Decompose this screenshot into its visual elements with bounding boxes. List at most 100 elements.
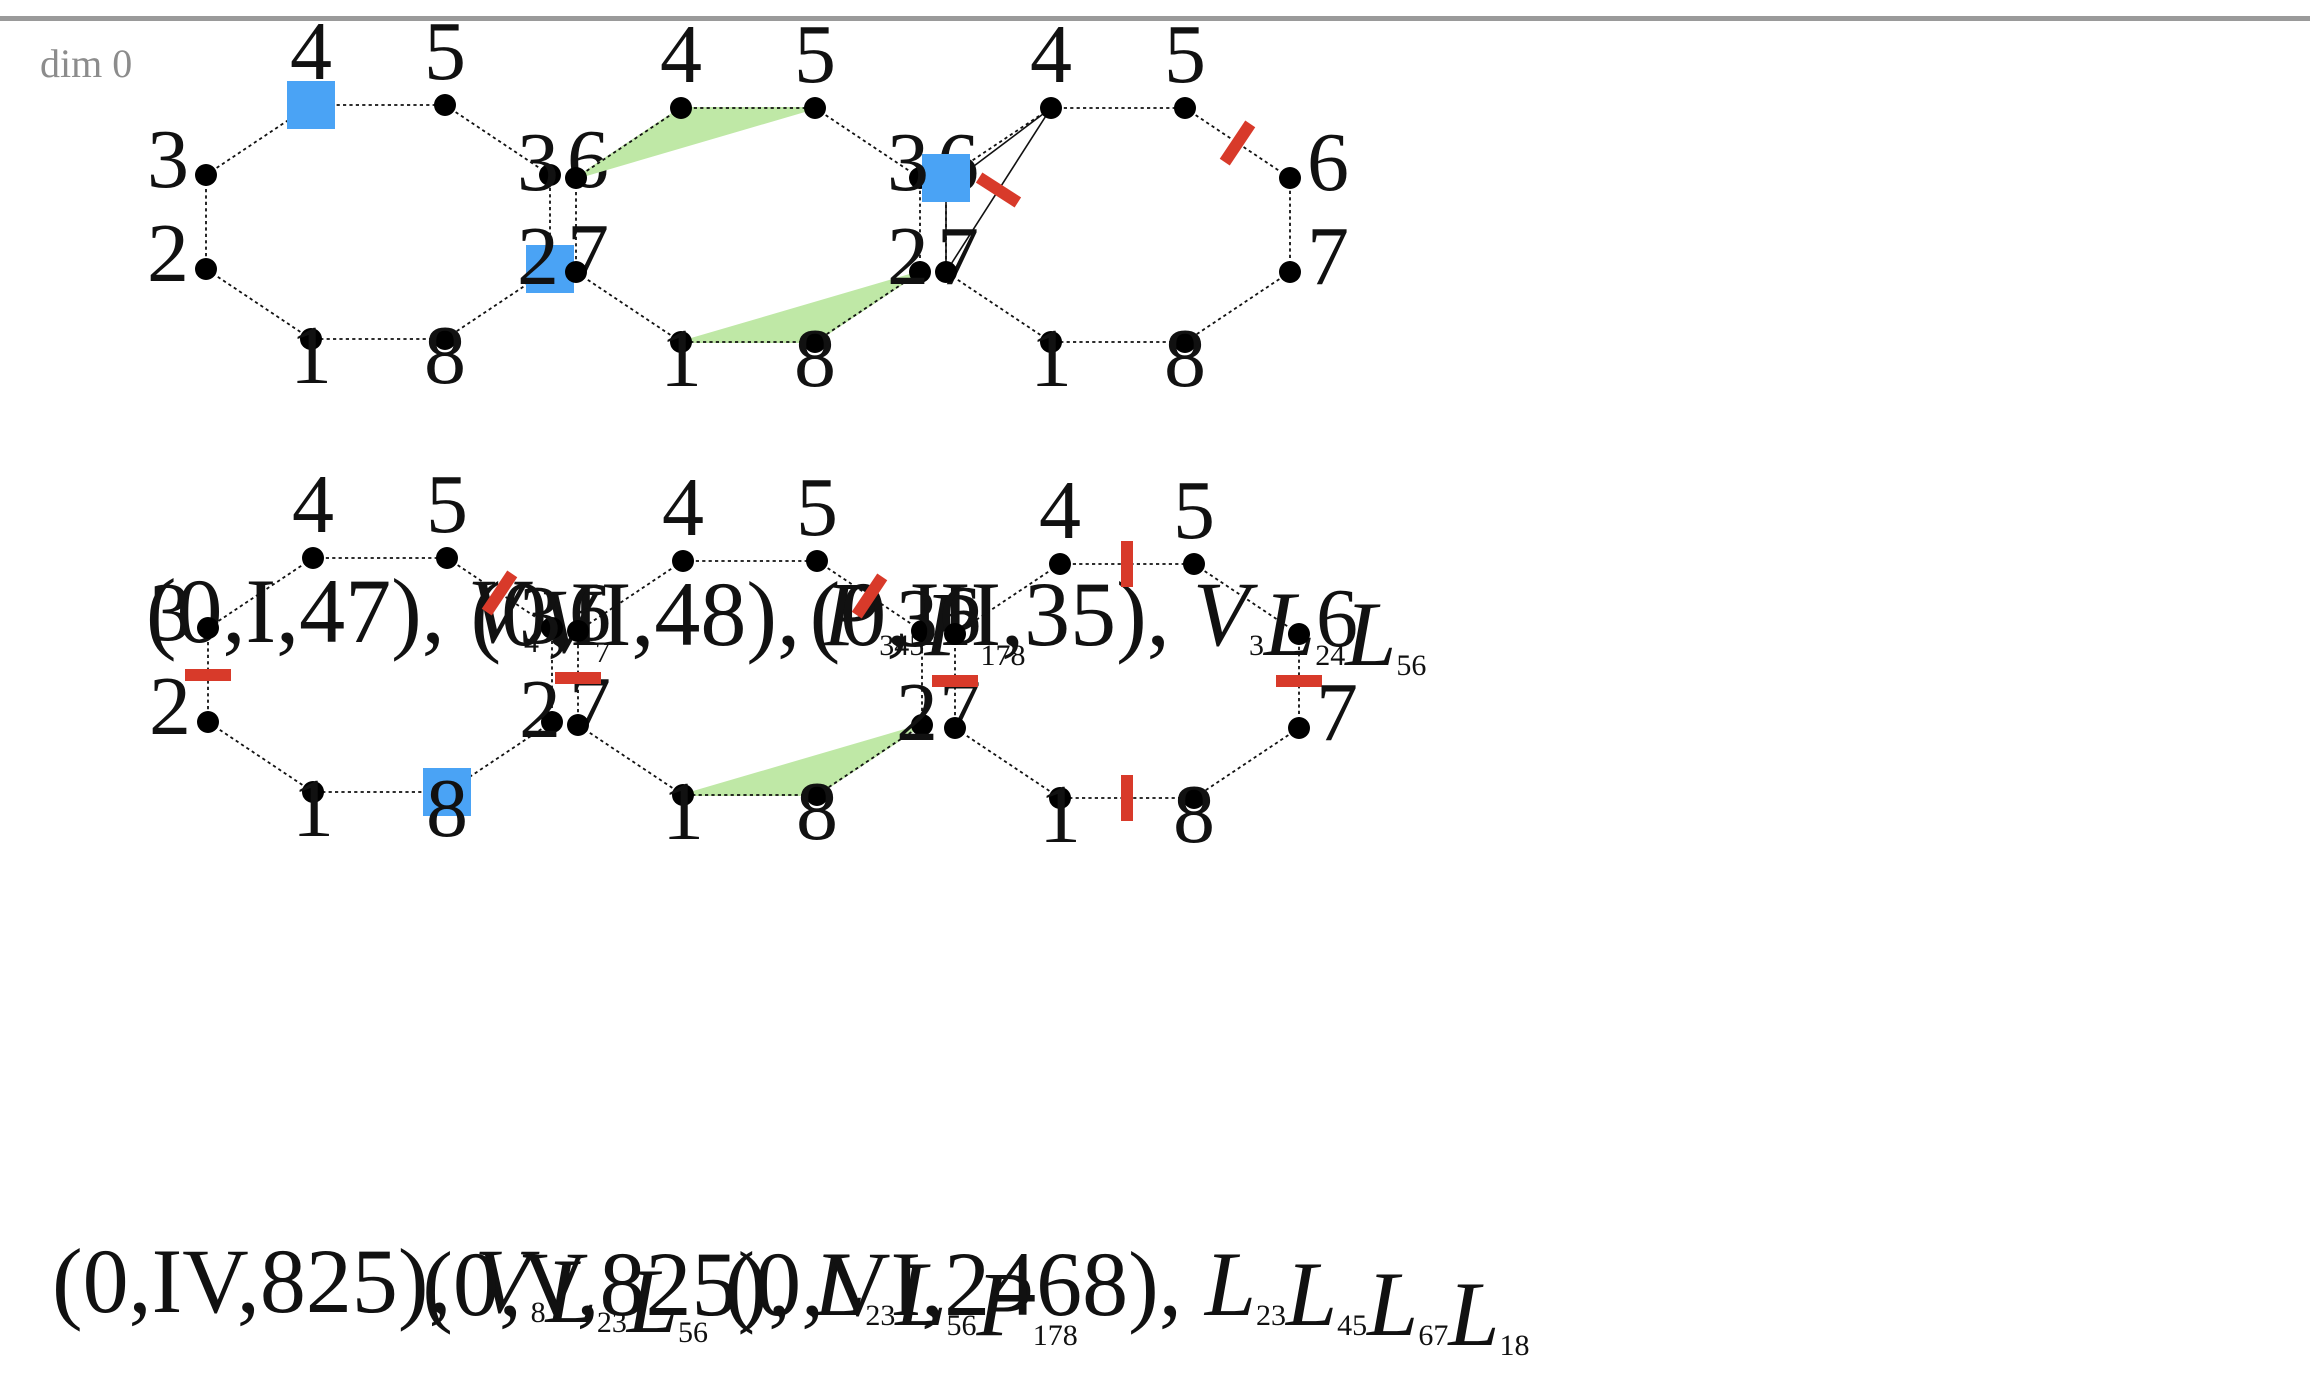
vertex-dot: [436, 547, 458, 569]
vertex-dot: [1174, 97, 1196, 119]
octagon-edge: [207, 721, 314, 793]
vertex-label: 4: [1039, 464, 1081, 557]
vertex-dot: [1279, 167, 1301, 189]
red-tick-mark: [975, 172, 1022, 208]
vertex-label: 5: [794, 8, 836, 101]
vertex-label: 1: [660, 312, 702, 405]
vertex-dot: [1183, 787, 1205, 809]
shaded-triangle: [575, 107, 816, 179]
vertex-label: 5: [1164, 8, 1206, 101]
vertex-label: 3: [149, 566, 191, 659]
vertex-dot: [300, 328, 322, 350]
red-tick-mark: [1219, 120, 1256, 166]
panel-caption: (0,VI,2468), L23L45L67L18: [724, 1233, 1529, 1365]
octagon-edge: [205, 268, 312, 340]
red-tick-mark: [481, 570, 518, 616]
vertex-dot: [1183, 553, 1205, 575]
vertex-label: 3: [896, 572, 938, 665]
vertex-label: 7: [1307, 210, 1349, 303]
octagon-edge: [814, 271, 921, 343]
vertex-dot: [1279, 261, 1301, 283]
vertex-label: 8: [424, 309, 466, 402]
vertex-dot: [804, 97, 826, 119]
octagon-edge: [577, 724, 684, 796]
vertex-dot: [944, 623, 966, 645]
vertex-dot: [806, 784, 828, 806]
vertex-dot: [302, 547, 324, 569]
panel-caption: (0,I,47), V4V7: [146, 560, 610, 672]
blue-square-vertex: [287, 81, 335, 129]
vertex-dot: [806, 550, 828, 572]
vertex-label: 5: [424, 5, 466, 98]
vertex-dot: [302, 781, 324, 803]
vertex-label: 4: [290, 5, 332, 98]
vertex-dot: [434, 94, 456, 116]
vertex-label: 1: [290, 309, 332, 402]
vertex-dot: [1040, 331, 1062, 353]
octagon-edge: [816, 560, 923, 632]
vertex-dot: [670, 331, 692, 353]
vertex-label: 3: [887, 116, 929, 209]
vertex-label: 8: [796, 765, 838, 858]
vertex-dot: [804, 331, 826, 353]
vertex-label: 1: [1030, 312, 1072, 405]
vertex-label: 3: [519, 569, 561, 662]
vertex-label: 6: [939, 569, 981, 662]
vertex-dot: [195, 164, 217, 186]
octagon-edge: [954, 727, 1061, 799]
octagon-edge: [444, 104, 551, 176]
octagon-edge: [577, 560, 684, 632]
vertex-dot: [567, 620, 589, 642]
vertex-dot: [944, 717, 966, 739]
vertex-dot: [197, 617, 219, 639]
vertex-label: 1: [1039, 768, 1081, 861]
vertex-label: 2: [149, 660, 191, 753]
octagon-edge: [1193, 727, 1300, 799]
vertex-dot: [541, 617, 563, 639]
vertex-label: 6: [1316, 572, 1358, 665]
vertex-label: 5: [796, 461, 838, 554]
vertex-label: 8: [426, 762, 468, 855]
vertex-label: 4: [1030, 8, 1072, 101]
dimension-label: dim 0: [40, 41, 133, 86]
vertex-dot: [197, 711, 219, 733]
red-tick-mark: [851, 573, 888, 619]
panel-caption: (0,IV,825), V8L23L56: [52, 1230, 708, 1352]
vertex-label: 5: [426, 458, 468, 551]
vertex-dot: [670, 97, 692, 119]
vertex-dot: [434, 328, 456, 350]
vertex-label: 2: [147, 207, 189, 300]
vertex-dot: [1288, 623, 1310, 645]
vertex-dot: [672, 550, 694, 572]
octagon-edge: [945, 271, 1052, 343]
vertex-label: 2: [896, 666, 938, 759]
octagon-edge: [1193, 563, 1300, 635]
octagon-edge: [954, 563, 1061, 635]
octagon-edge: [575, 107, 682, 179]
vertex-label: 2: [887, 210, 929, 303]
octagon-edge: [575, 271, 682, 343]
vertex-label: 4: [292, 458, 334, 551]
chord-line: [957, 107, 1052, 179]
vertex-label: 7: [1316, 666, 1358, 759]
vertex-label: 6: [569, 566, 611, 659]
vertex-label: 8: [1164, 312, 1206, 405]
vertex-dot: [672, 784, 694, 806]
vertex-label: 3: [517, 116, 559, 209]
vertex-label: 1: [662, 765, 704, 858]
vertex-label: 8: [794, 312, 836, 405]
vertex-label: 4: [662, 461, 704, 554]
vertex-dot: [541, 711, 563, 733]
vertex-dot: [1040, 97, 1062, 119]
vertex-label: 7: [937, 210, 979, 303]
octagon-edge: [814, 107, 921, 179]
octagon-edge: [446, 557, 553, 629]
octagon-edge: [1184, 107, 1291, 179]
vertex-dot: [935, 261, 957, 283]
vertex-dot: [195, 258, 217, 280]
vertex-label: 2: [519, 663, 561, 756]
vertex-dot: [1174, 331, 1196, 353]
